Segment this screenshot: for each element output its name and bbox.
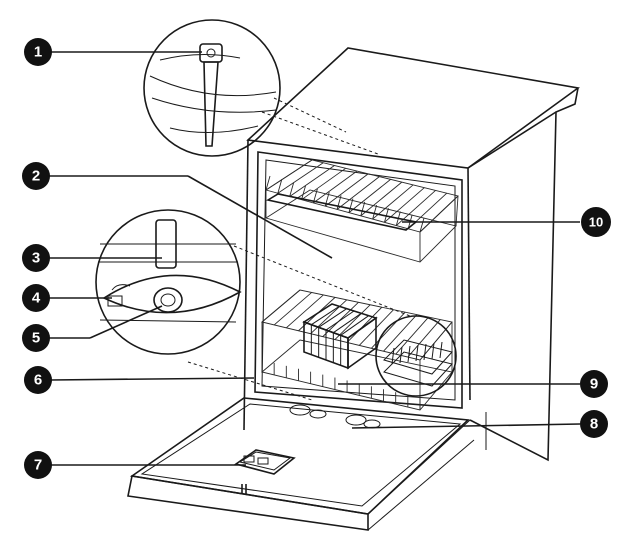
- callout-1: 1: [24, 38, 52, 66]
- callout-label-6: 6: [34, 372, 42, 389]
- cutlery-basket: [302, 303, 378, 370]
- rack-wire: [265, 159, 313, 191]
- rack-wire: [439, 341, 443, 359]
- detail-circle-top: [143, 19, 281, 157]
- rack-wire: [277, 162, 324, 194]
- rack-wire: [289, 165, 335, 197]
- rack-wire: [419, 217, 425, 233]
- rack-wire: [395, 316, 429, 355]
- rack-wire: [419, 195, 459, 233]
- rack-wire: [340, 315, 369, 336]
- callout-label-9: 9: [590, 376, 598, 393]
- rack-wire: [324, 173, 369, 207]
- callout-2: 2: [22, 162, 50, 190]
- rack-wire: [360, 201, 366, 216]
- rack-wire: [301, 185, 306, 200]
- rack-wire: [383, 314, 418, 352]
- rack-wire: [277, 179, 283, 194]
- rack-wire: [310, 299, 348, 335]
- rack-wire: [391, 347, 395, 365]
- callout-6: 6: [24, 366, 52, 394]
- detail-circle-right: [375, 315, 457, 397]
- rack-wire: [313, 170, 358, 204]
- rack-wire: [415, 344, 419, 362]
- rack-wire: [399, 346, 403, 364]
- callout-label-4: 4: [32, 290, 41, 307]
- dishwasher-cabinet: [243, 47, 580, 462]
- detergent-dispenser: [234, 449, 296, 494]
- rack-wire: [423, 343, 427, 361]
- detail-circle-left: [95, 209, 242, 355]
- lower-rack: [261, 289, 453, 411]
- rack-wire: [318, 308, 347, 328]
- rack-wire: [407, 319, 441, 358]
- callout-10: 10: [581, 207, 611, 237]
- callout-label-7: 7: [34, 457, 42, 474]
- leader-lines: [48, 51, 581, 466]
- door: [127, 397, 475, 531]
- rack-wire: [273, 292, 312, 326]
- callout-5: 5: [22, 324, 50, 352]
- rack-wire: [289, 182, 295, 197]
- callout-label-5: 5: [32, 330, 40, 347]
- rack-wire: [336, 195, 342, 210]
- callout-8: 8: [580, 410, 608, 438]
- callout-3: 3: [22, 244, 50, 272]
- callout-label-8: 8: [590, 416, 598, 433]
- rack-wire: [348, 198, 354, 213]
- rack-wire: [396, 190, 436, 226]
- rack-wire: [407, 345, 411, 363]
- callout-9: 9: [580, 370, 608, 398]
- rack-wire: [372, 184, 414, 220]
- rack-wire: [301, 167, 346, 201]
- spray-arm-lower: [289, 404, 381, 429]
- rack-wire: [311, 305, 340, 326]
- rack-wire: [334, 304, 371, 340]
- callout-label-2: 2: [32, 168, 40, 185]
- rack-wire: [431, 342, 435, 360]
- callout-7: 7: [24, 451, 52, 479]
- rack-wire: [286, 294, 324, 329]
- callout-label-3: 3: [32, 250, 40, 267]
- rack-wire: [419, 321, 453, 361]
- rack-wire: [348, 179, 391, 213]
- rack-wire: [325, 310, 355, 331]
- rack-wire: [360, 181, 403, 217]
- callout-4: 4: [22, 284, 50, 312]
- rack-wire: [261, 289, 301, 323]
- callout-label-1: 1: [34, 44, 42, 61]
- rack-wire: [371, 311, 406, 349]
- rack-wire: [336, 176, 380, 210]
- rack-wire: [333, 312, 362, 334]
- rack-wire: [265, 175, 271, 191]
- rack-wire: [346, 306, 383, 343]
- rack-wire: [372, 204, 378, 220]
- callout-label-10: 10: [589, 215, 603, 230]
